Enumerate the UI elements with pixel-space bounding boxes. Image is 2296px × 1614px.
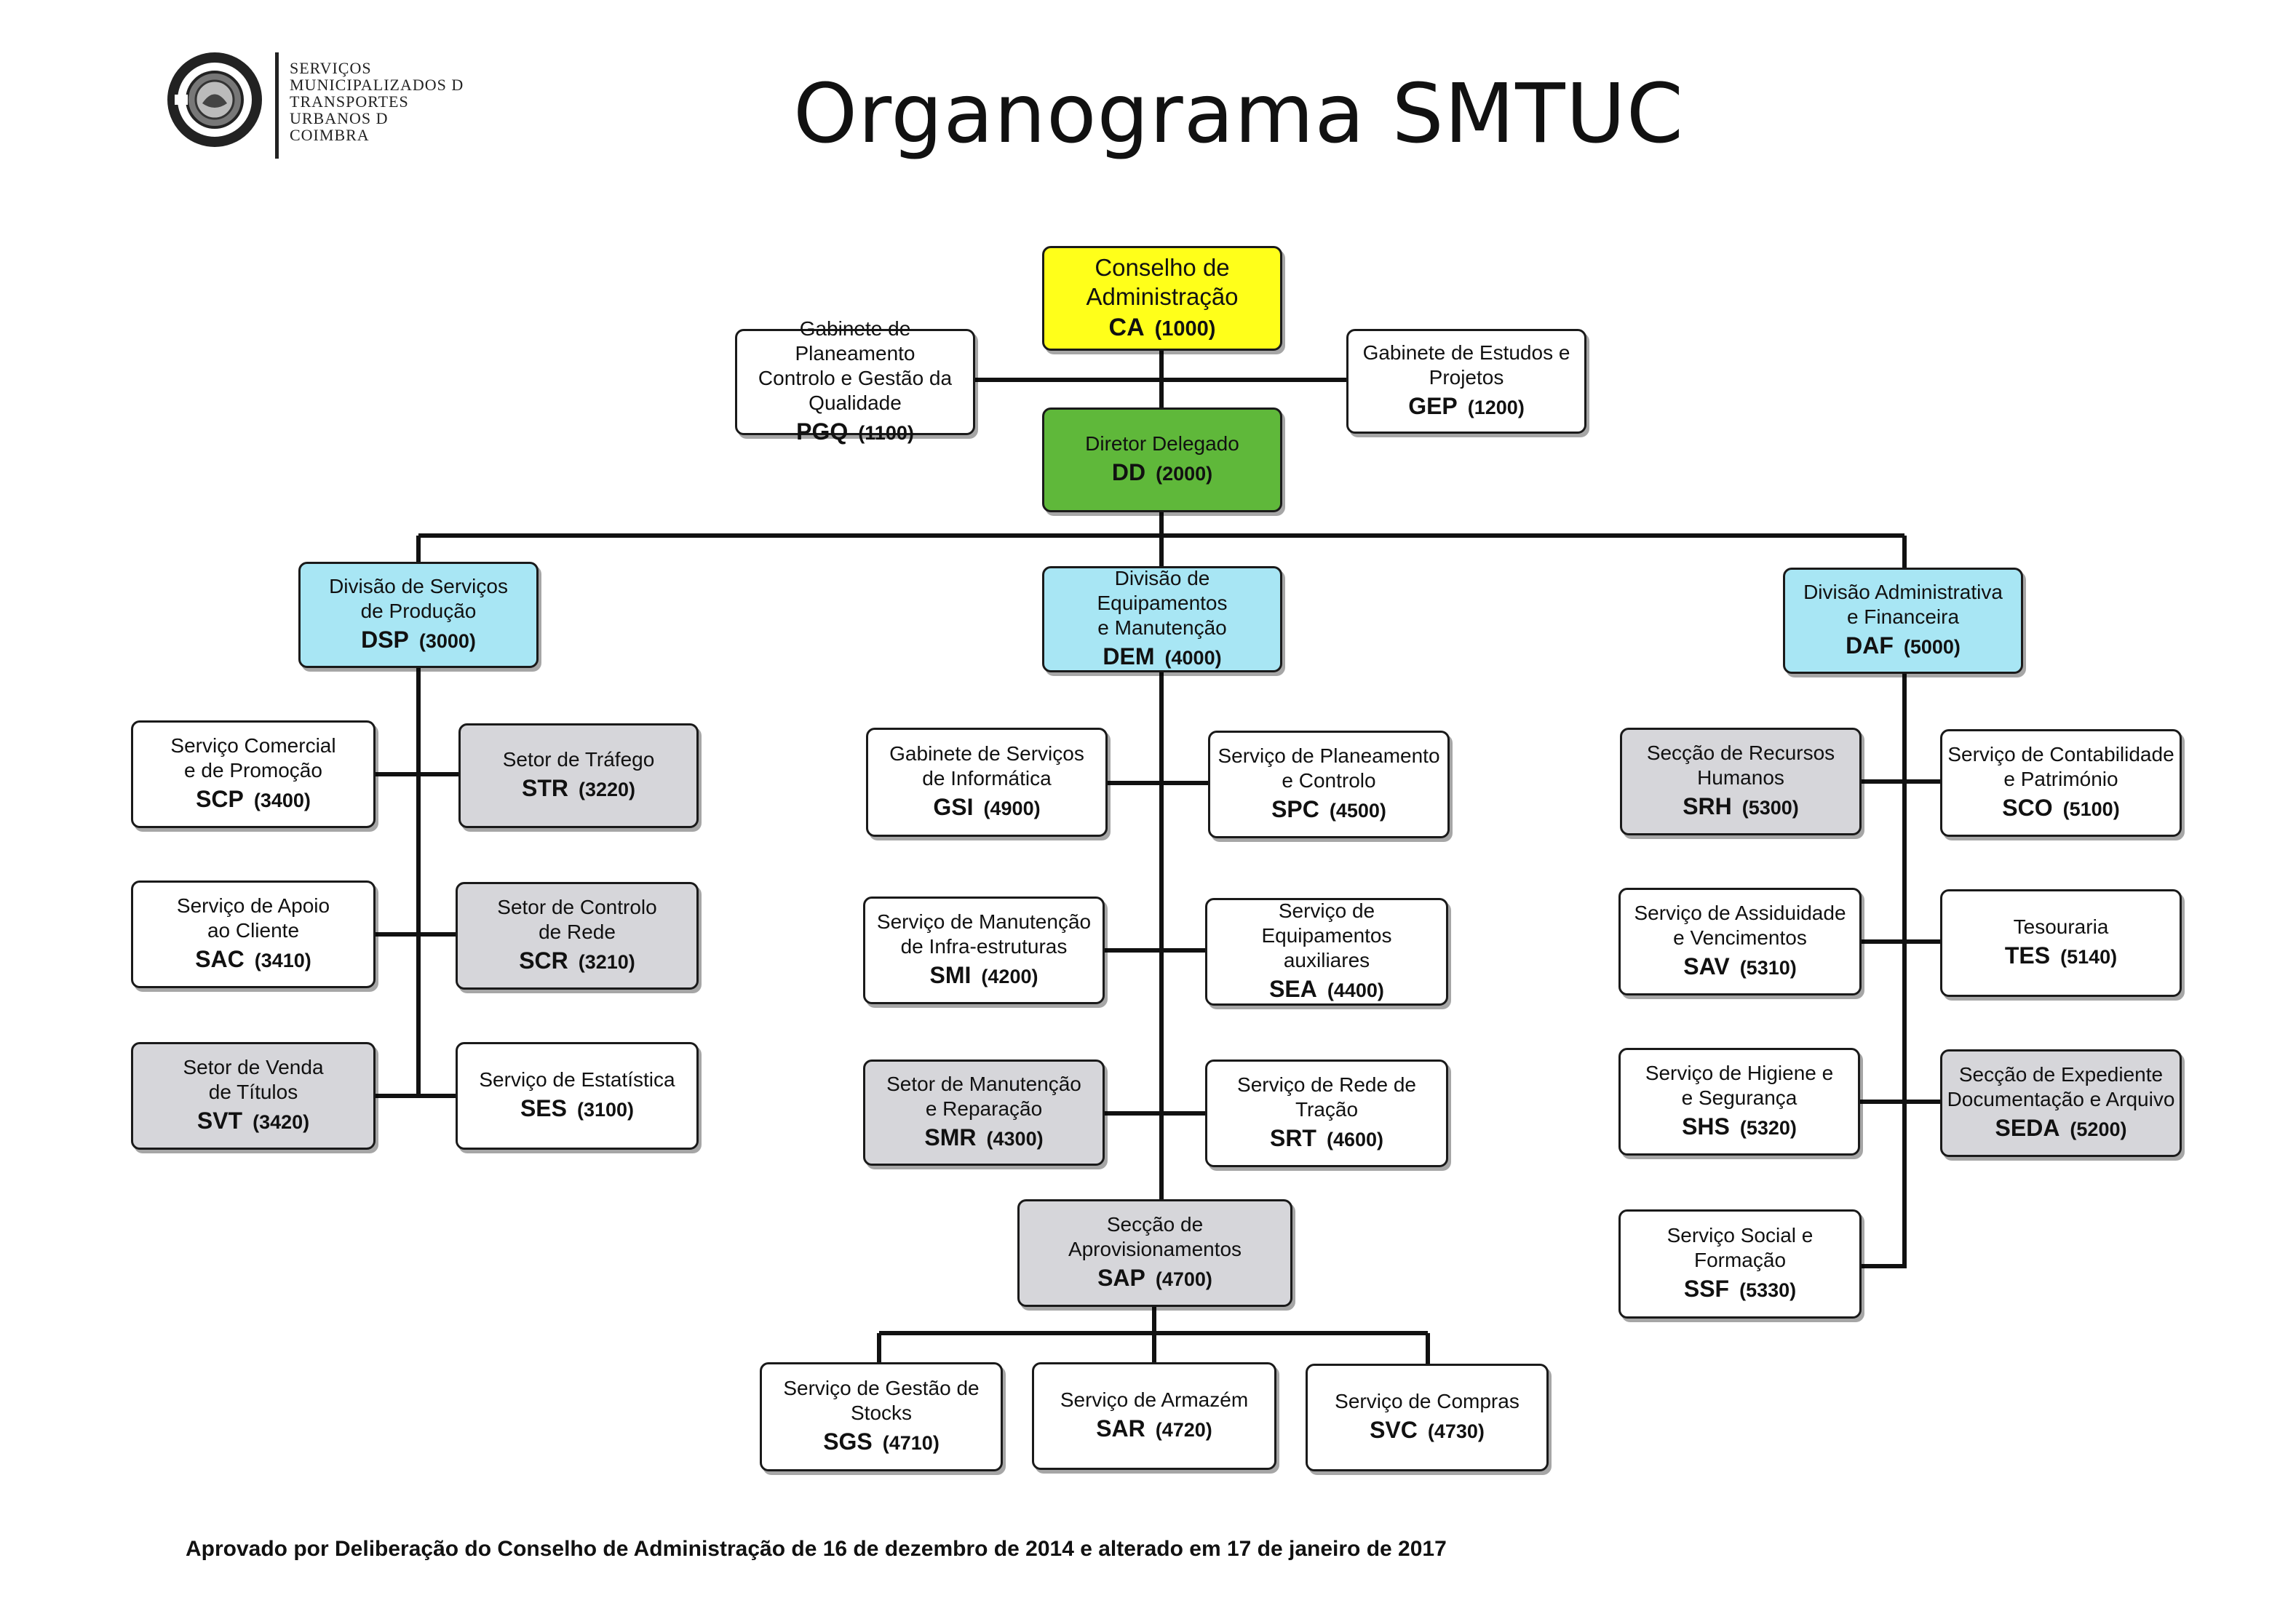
unit-name: Secção de Expediente Documentação e Arqu… bbox=[1947, 1063, 2175, 1110]
unit-code: DEM(4000) bbox=[1103, 643, 1222, 669]
unit-code: SGS(4710) bbox=[823, 1428, 940, 1455]
unit-name: Serviço Social e Formação bbox=[1667, 1224, 1814, 1271]
org-unit-svt[interactable]: Setor de Venda de Títulos SVT(3420) bbox=[131, 1042, 376, 1150]
org-unit-smi[interactable]: Serviço de Manutenção de Infra-estrutura… bbox=[863, 897, 1105, 1004]
unit-name: Divisão de Equipamentos e Manutenção bbox=[1097, 567, 1228, 639]
org-unit-dem[interactable]: Divisão de Equipamentos e Manutenção DEM… bbox=[1042, 566, 1282, 672]
org-unit-str[interactable]: Setor de Tráfego STR(3220) bbox=[458, 723, 699, 828]
unit-name: Gabinete de Planeamento Controlo e Gestã… bbox=[758, 317, 953, 414]
unit-code: SEA(4400) bbox=[1269, 976, 1384, 1002]
unit-name: Serviço de Gestão de Stocks bbox=[783, 1377, 980, 1424]
org-unit-seda[interactable]: Secção de Expediente Documentação e Arqu… bbox=[1940, 1049, 2182, 1157]
org-unit-pgq[interactable]: Gabinete de Planeamento Controlo e Gestã… bbox=[735, 317, 975, 445]
unit-name: Serviço de Estatística bbox=[479, 1068, 675, 1091]
org-unit-ssf[interactable]: Serviço Social e Formação SSF(5330) bbox=[1618, 1209, 1862, 1319]
unit-name: Diretor Delegado bbox=[1085, 432, 1239, 455]
unit-code: SCR(3210) bbox=[519, 947, 635, 974]
unit-name: Serviço de Rede de Tração bbox=[1237, 1073, 1416, 1121]
unit-code: DAF(5000) bbox=[1846, 632, 1961, 659]
unit-code: SRT(4600) bbox=[1269, 1125, 1384, 1151]
unit-name: Serviço de Assiduidade e Vencimentos bbox=[1634, 902, 1846, 949]
unit-name: Divisão de Serviços de Produção bbox=[329, 575, 508, 622]
org-unit-sar[interactable]: Serviço de Armazém SAR(4720) bbox=[1032, 1362, 1276, 1470]
unit-name: Conselho de Administração bbox=[1086, 254, 1239, 310]
unit-name: Divisão Administrativa e Financeira bbox=[1803, 581, 2003, 628]
unit-name: Secção de Recursos Humanos bbox=[1646, 742, 1835, 789]
unit-code: SMI(4200) bbox=[929, 962, 1038, 988]
coimbra-seal-icon bbox=[167, 52, 262, 147]
unit-name: Setor de Manutenção e Reparação bbox=[886, 1073, 1081, 1120]
unit-name: Serviço de Planeamento e Controlo bbox=[1217, 744, 1440, 792]
unit-code: SES(3100) bbox=[520, 1095, 635, 1121]
smtuc-logo: SERVIÇOS MUNICIPALIZADOS D TRANSPORTES U… bbox=[167, 52, 633, 162]
unit-code: SCP(3400) bbox=[196, 786, 311, 812]
unit-name: Serviço de Contabilidade e Património bbox=[1947, 743, 2174, 790]
org-unit-sac[interactable]: Serviço de Apoio ao Cliente SAC(3410) bbox=[131, 880, 376, 988]
unit-code: SHS(5320) bbox=[1682, 1113, 1797, 1140]
org-unit-svc[interactable]: Serviço de Compras SVC(4730) bbox=[1306, 1364, 1549, 1471]
org-unit-sgs[interactable]: Serviço de Gestão de Stocks SGS(4710) bbox=[760, 1362, 1003, 1471]
unit-code: SRH(5300) bbox=[1683, 793, 1799, 819]
org-unit-tes[interactable]: Tesouraria TES(5140) bbox=[1940, 889, 2182, 997]
unit-code: CA(1000) bbox=[1108, 314, 1216, 341]
org-unit-ca[interactable]: Conselho de Administração CA(1000) bbox=[1042, 246, 1282, 351]
unit-name: Serviço de Armazém bbox=[1060, 1388, 1249, 1411]
org-unit-srh[interactable]: Secção de Recursos Humanos SRH(5300) bbox=[1620, 728, 1862, 835]
unit-code: GEP(1200) bbox=[1408, 393, 1525, 419]
org-unit-gsi[interactable]: Gabinete de Serviços de Informática GSI(… bbox=[866, 728, 1108, 837]
unit-name: Setor de Venda de Títulos bbox=[183, 1056, 324, 1103]
unit-code: SAV(5310) bbox=[1683, 953, 1797, 979]
unit-code: SCO(5100) bbox=[2002, 795, 2120, 821]
unit-code: DD(2000) bbox=[1111, 459, 1213, 485]
logo-text: SERVIÇOS MUNICIPALIZADOS D TRANSPORTES U… bbox=[290, 59, 464, 144]
unit-code: SPC(4500) bbox=[1271, 796, 1386, 822]
org-unit-scp[interactable]: Serviço Comercial e de Promoção SCP(3400… bbox=[131, 720, 376, 828]
unit-code: DSP(3000) bbox=[361, 627, 476, 653]
unit-name: Serviço de Apoio ao Cliente bbox=[176, 894, 330, 942]
unit-code: SVT(3420) bbox=[196, 1108, 310, 1134]
unit-code: GSI(4900) bbox=[933, 794, 1041, 820]
unit-name: Tesouraria bbox=[2013, 915, 2109, 938]
unit-name: Serviço de Higiene e e Segurança bbox=[1645, 1062, 1834, 1109]
unit-name: Gabinete de Estudos e Projetos bbox=[1362, 341, 1570, 389]
org-unit-shs[interactable]: Serviço de Higiene e e Segurança SHS(532… bbox=[1618, 1048, 1860, 1156]
approval-note: Aprovado por Deliberação do Conselho de … bbox=[186, 1537, 1447, 1561]
org-unit-gep[interactable]: Gabinete de Estudos e Projetos GEP(1200) bbox=[1346, 329, 1586, 434]
unit-name: Serviço de Equipamentos auxiliares bbox=[1261, 899, 1392, 971]
unit-name: Setor de Controlo de Rede bbox=[497, 896, 657, 943]
org-unit-dsp[interactable]: Divisão de Serviços de Produção DSP(3000… bbox=[298, 562, 539, 668]
unit-code: SSF(5330) bbox=[1683, 1276, 1797, 1302]
logo-divider bbox=[275, 52, 279, 159]
org-unit-spc[interactable]: Serviço de Planeamento e Controlo SPC(45… bbox=[1208, 731, 1450, 838]
unit-name: Serviço Comercial e de Promoção bbox=[170, 734, 336, 782]
org-unit-sap[interactable]: Secção de Aprovisionamentos SAP(4700) bbox=[1017, 1199, 1292, 1307]
org-unit-sea[interactable]: Serviço de Equipamentos auxiliares SEA(4… bbox=[1205, 898, 1448, 1006]
unit-code: SVC(4730) bbox=[1370, 1417, 1485, 1443]
org-unit-dd[interactable]: Diretor Delegado DD(2000) bbox=[1042, 408, 1282, 512]
unit-code: SAP(4700) bbox=[1097, 1265, 1212, 1291]
unit-code: PGQ(1100) bbox=[796, 418, 914, 445]
unit-code: SEDA(5200) bbox=[1995, 1115, 2127, 1141]
unit-code: SMR(4300) bbox=[924, 1124, 1044, 1150]
org-unit-ses[interactable]: Serviço de Estatística SES(3100) bbox=[456, 1042, 699, 1150]
org-unit-sav[interactable]: Serviço de Assiduidade e Vencimentos SAV… bbox=[1618, 888, 1862, 995]
unit-code: TES(5140) bbox=[2004, 942, 2118, 969]
org-unit-smr[interactable]: Setor de Manutenção e Reparação SMR(4300… bbox=[863, 1060, 1105, 1166]
unit-code: SAR(4720) bbox=[1096, 1415, 1212, 1442]
unit-code: SAC(3410) bbox=[195, 946, 311, 972]
unit-name: Setor de Tráfego bbox=[502, 748, 655, 771]
org-unit-daf[interactable]: Divisão Administrativa e Financeira DAF(… bbox=[1783, 568, 2023, 674]
unit-name: Serviço de Compras bbox=[1335, 1390, 1520, 1412]
org-unit-sco[interactable]: Serviço de Contabilidade e Património SC… bbox=[1940, 729, 2182, 837]
page-title: Organograma SMTUC bbox=[793, 67, 1684, 162]
unit-name: Gabinete de Serviços de Informática bbox=[889, 742, 1084, 790]
unit-name: Serviço de Manutenção de Infra-estrutura… bbox=[876, 910, 1092, 958]
unit-code: STR(3220) bbox=[521, 775, 636, 801]
unit-name: Secção de Aprovisionamentos bbox=[1068, 1213, 1242, 1260]
org-unit-scr[interactable]: Setor de Controlo de Rede SCR(3210) bbox=[456, 882, 699, 990]
org-unit-srt[interactable]: Serviço de Rede de Tração SRT(4600) bbox=[1205, 1060, 1448, 1167]
